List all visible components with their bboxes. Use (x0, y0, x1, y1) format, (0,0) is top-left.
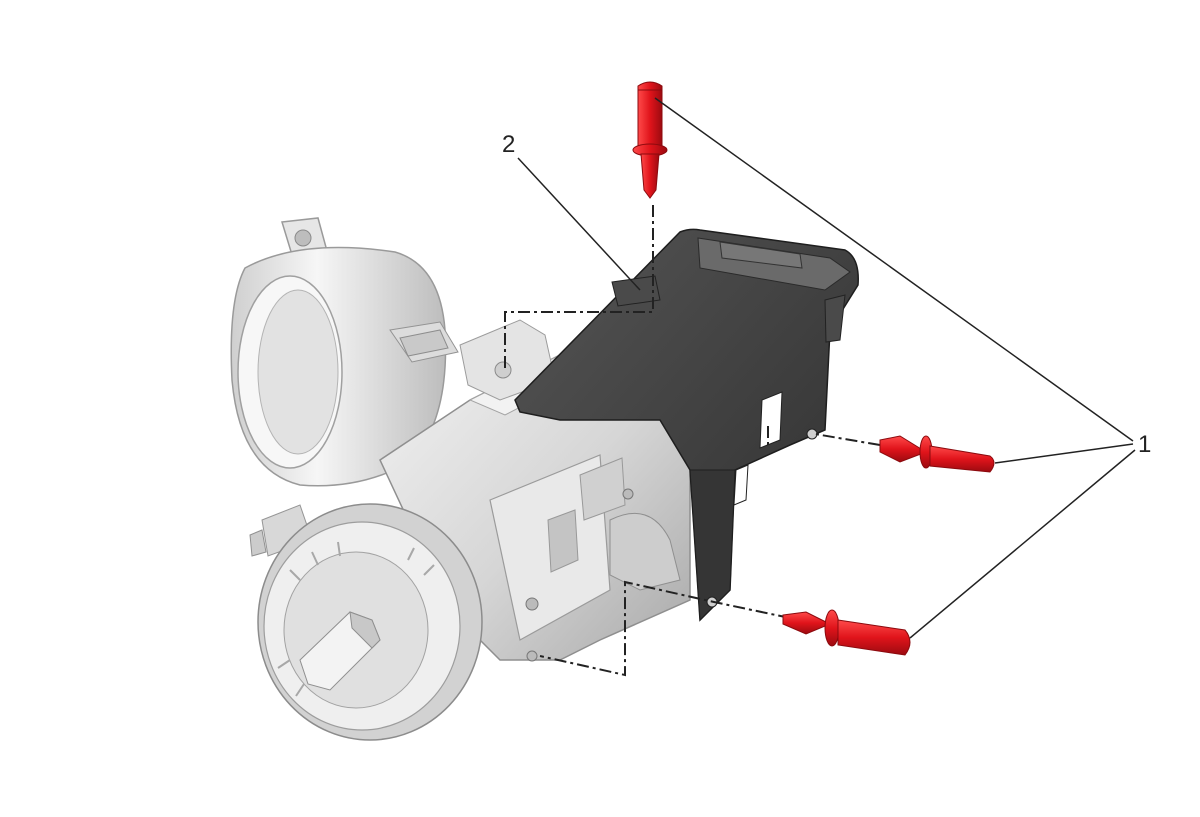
mounting-bracket (514, 228, 859, 622)
leader-lines (517, 97, 1136, 639)
leader-line-1-middle (994, 443, 1134, 464)
ignition-lock-face (257, 503, 483, 741)
callout-2: 2 (502, 131, 515, 158)
alignment-line-top (504, 205, 654, 370)
alignment-line-right-upper (767, 426, 881, 448)
alignment-line-right-lower (539, 580, 791, 677)
clamp-ring (230, 217, 459, 487)
callout-1: 1 (1138, 431, 1151, 458)
leader-line-2 (517, 157, 641, 291)
shear-bolt-right-upper (879, 435, 995, 473)
shear-bolt-top (632, 81, 668, 199)
leader-line-1-top (654, 97, 1134, 442)
alignment-lines (504, 205, 881, 677)
shear-bolt-right-lower (782, 609, 911, 656)
leader-line-1-bottom (909, 449, 1136, 639)
